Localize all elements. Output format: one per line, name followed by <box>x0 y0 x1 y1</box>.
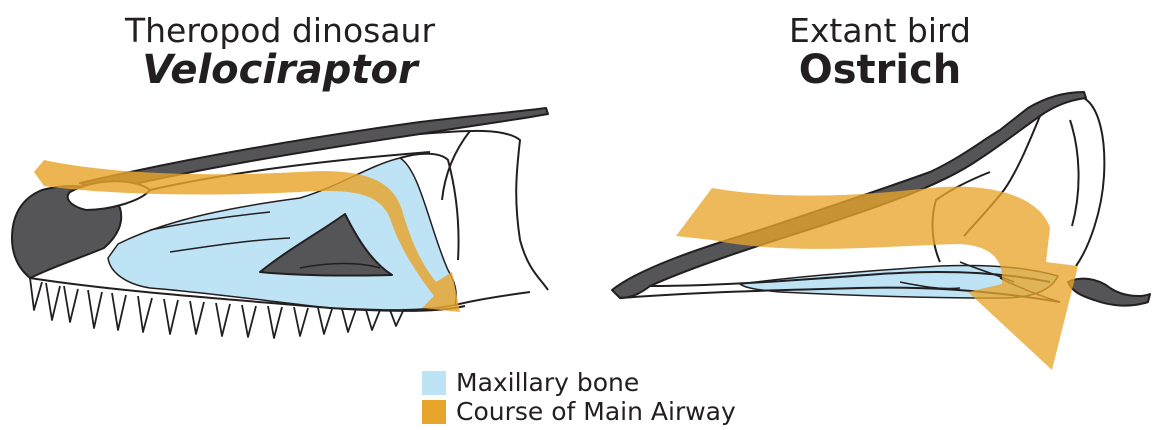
ostrich-quadrate <box>1068 279 1150 306</box>
velociraptor-skull <box>12 108 548 338</box>
legend-label-maxillary-bone: Maxillary bone <box>456 370 639 395</box>
legend-item-maxillary-bone: Maxillary bone <box>422 368 736 397</box>
legend-item-main-airway: Course of Main Airway <box>422 397 736 426</box>
legend-swatch-maxillary-bone <box>422 371 446 395</box>
legend-label-main-airway: Course of Main Airway <box>456 399 736 424</box>
legend: Maxillary bone Course of Main Airway <box>422 368 736 426</box>
legend-swatch-main-airway <box>422 400 446 424</box>
